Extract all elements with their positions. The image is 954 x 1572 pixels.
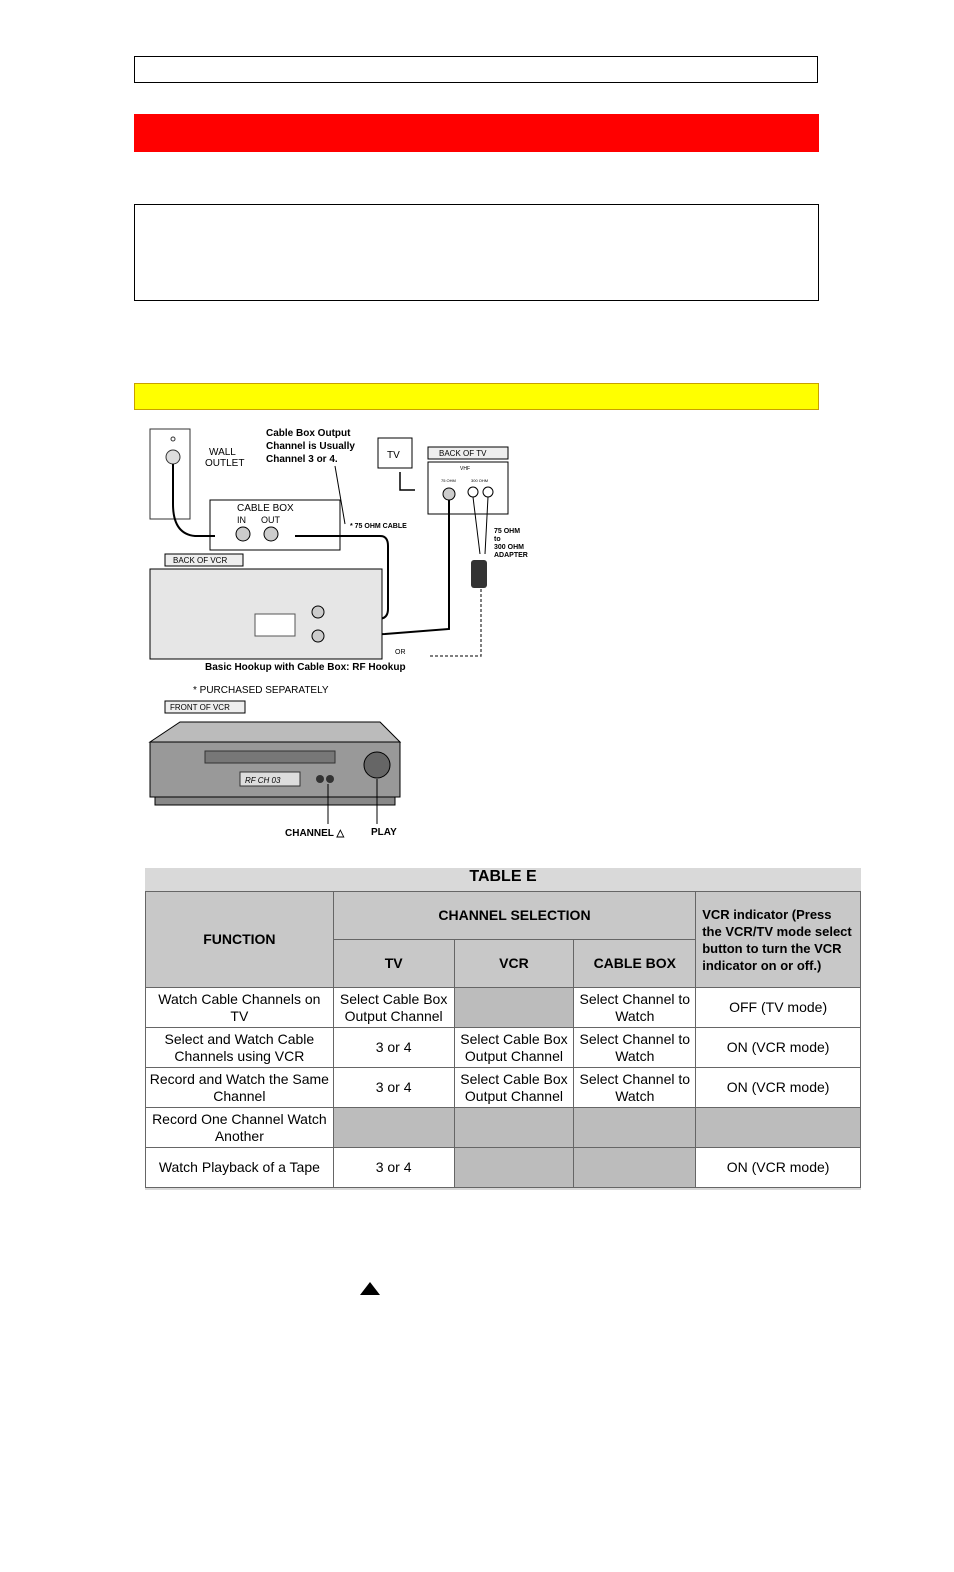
- header-cable-box: CABLE BOX: [573, 939, 697, 988]
- cable-box: [209, 499, 341, 551]
- callout-line-2: Channel is Usually: [266, 441, 355, 452]
- triangle-up-icon: [360, 1282, 380, 1295]
- tv-panel: [427, 461, 509, 515]
- cell-tv: 3 or 4: [332, 1147, 455, 1188]
- table-row: Watch Playback of a Tape 3 or 4 ON (VCR …: [145, 1147, 861, 1188]
- tv-label: TV: [387, 450, 400, 461]
- adapter-label-2: to: [494, 536, 501, 543]
- table-row: Record One Channel Watch Another: [145, 1107, 861, 1148]
- wall-outlet-label: WALL: [209, 447, 236, 458]
- tv-icon: [377, 437, 413, 469]
- back-of-tv-tag: [427, 446, 509, 460]
- cell-function: Watch Cable Channels on TV: [145, 987, 334, 1028]
- cell-tv: [332, 1107, 455, 1148]
- vcr-front: [149, 741, 401, 798]
- cell-indicator: OFF (TV mode): [695, 987, 861, 1028]
- front-of-vcr-label: FRONT OF VCR: [170, 703, 230, 712]
- note-box: [134, 204, 819, 301]
- vcr-in-jack: [311, 605, 325, 619]
- front-of-vcr-tag: [164, 700, 246, 714]
- arrow-icon: [399, 472, 415, 491]
- cable-box-out-label: OUT: [261, 515, 281, 525]
- cable-box-label: CABLE BOX: [237, 503, 294, 514]
- header-channel-selection: CHANNEL SELECTION: [332, 891, 697, 940]
- cell-function: Watch Playback of a Tape: [145, 1147, 334, 1188]
- play-label: PLAY: [371, 827, 397, 838]
- cell-indicator: ON (VCR mode): [695, 1067, 861, 1108]
- or-label: OR: [395, 649, 406, 656]
- title-bar: [134, 114, 819, 152]
- header-box: [134, 56, 818, 83]
- tv-300-screw-a: [467, 486, 479, 498]
- cell-tv: 3 or 4: [332, 1027, 455, 1068]
- cell-vcr: [453, 1147, 575, 1188]
- cell-indicator: ON (VCR mode): [695, 1147, 861, 1188]
- cell-vcr: Select Cable Box Output Channel: [453, 1067, 575, 1108]
- cable-75-label: * 75 OHM CABLE: [350, 523, 407, 530]
- cell-function: Select and Watch Cable Channels using VC…: [145, 1027, 334, 1068]
- cable-box-out-jack: [263, 526, 279, 542]
- ohm300-label: 300 OHM: [471, 478, 488, 483]
- vcr-out-jack: [311, 629, 325, 643]
- cell-vcr: Select Cable Box Output Channel: [453, 1027, 575, 1068]
- cell-indicator: [695, 1107, 861, 1148]
- vcr-top: [148, 721, 402, 743]
- vcr-display: [239, 771, 301, 787]
- back-of-vcr-label: BACK OF VCR: [173, 556, 227, 565]
- cell-indicator: ON (VCR mode): [695, 1027, 861, 1068]
- table-e: FUNCTION CHANNEL SELECTION VCR indicator…: [145, 891, 861, 1188]
- diagram-caption: Basic Hookup with Cable Box: RF Hookup: [205, 662, 406, 673]
- header-vcr: VCR: [453, 939, 575, 988]
- cable-box-in-jack: [235, 526, 251, 542]
- tv-300-screw-b: [482, 486, 494, 498]
- table-row: Select and Watch Cable Channels using VC…: [145, 1027, 861, 1068]
- cell-vcr: [453, 987, 575, 1028]
- callout-line-3: Channel 3 or 4.: [266, 454, 338, 465]
- tv-coax-jack: [442, 487, 456, 501]
- vcr-control-dial: [363, 751, 391, 779]
- table-row: Watch Cable Channels on TV Select Cable …: [145, 987, 861, 1028]
- cell-cable-box: Select Channel to Watch: [573, 987, 697, 1028]
- cell-tv: 3 or 4: [332, 1067, 455, 1108]
- wall-outlet-label-2: OUTLET: [205, 458, 244, 469]
- cell-tv: Select Cable Box Output Channel: [332, 987, 455, 1028]
- adapter-label-3: 300 OHM: [494, 544, 524, 551]
- vhf-label: VHF: [460, 466, 470, 472]
- cell-function: Record and Watch the Same Channel: [145, 1067, 334, 1108]
- cell-function: Record One Channel Watch Another: [145, 1107, 334, 1148]
- wall-plate: [149, 428, 191, 520]
- back-of-tv-label: BACK OF TV: [439, 449, 487, 458]
- adapter-label-1: 75 OHM: [494, 528, 520, 535]
- vcr-display-text: RF CH 03: [245, 776, 281, 785]
- header-function: FUNCTION: [145, 891, 334, 988]
- header-tv: TV: [332, 939, 455, 988]
- cell-cable-box: Select Channel to Watch: [573, 1067, 697, 1108]
- ohm75-label: 75 OHM: [441, 478, 456, 483]
- header-indicator: VCR indicator (Press the VCR/TV mode sel…: [695, 891, 861, 988]
- back-of-vcr-tag: [164, 553, 244, 567]
- cell-cable-box: [573, 1107, 697, 1148]
- table-title: TABLE E: [469, 868, 537, 885]
- cell-cable-box: Select Channel to Watch: [573, 1027, 697, 1068]
- callout-line-1: Cable Box Output: [266, 428, 351, 439]
- table-row: Record and Watch the Same Channel 3 or 4…: [145, 1067, 861, 1108]
- channel-label: CHANNEL △: [285, 828, 344, 839]
- section-bar: [134, 383, 819, 410]
- wall-jack: [165, 449, 181, 465]
- cable-box-in-label: IN: [237, 515, 246, 525]
- cell-vcr: [453, 1107, 575, 1148]
- adapter-label-4: ADAPTER: [494, 552, 528, 559]
- cell-cable-box: [573, 1147, 697, 1188]
- purchased-note: * PURCHASED SEPARATELY: [193, 685, 329, 696]
- hookup-diagram: WALL OUTLET Cable Box Output Channel is …: [148, 428, 528, 839]
- adapter: [471, 560, 487, 588]
